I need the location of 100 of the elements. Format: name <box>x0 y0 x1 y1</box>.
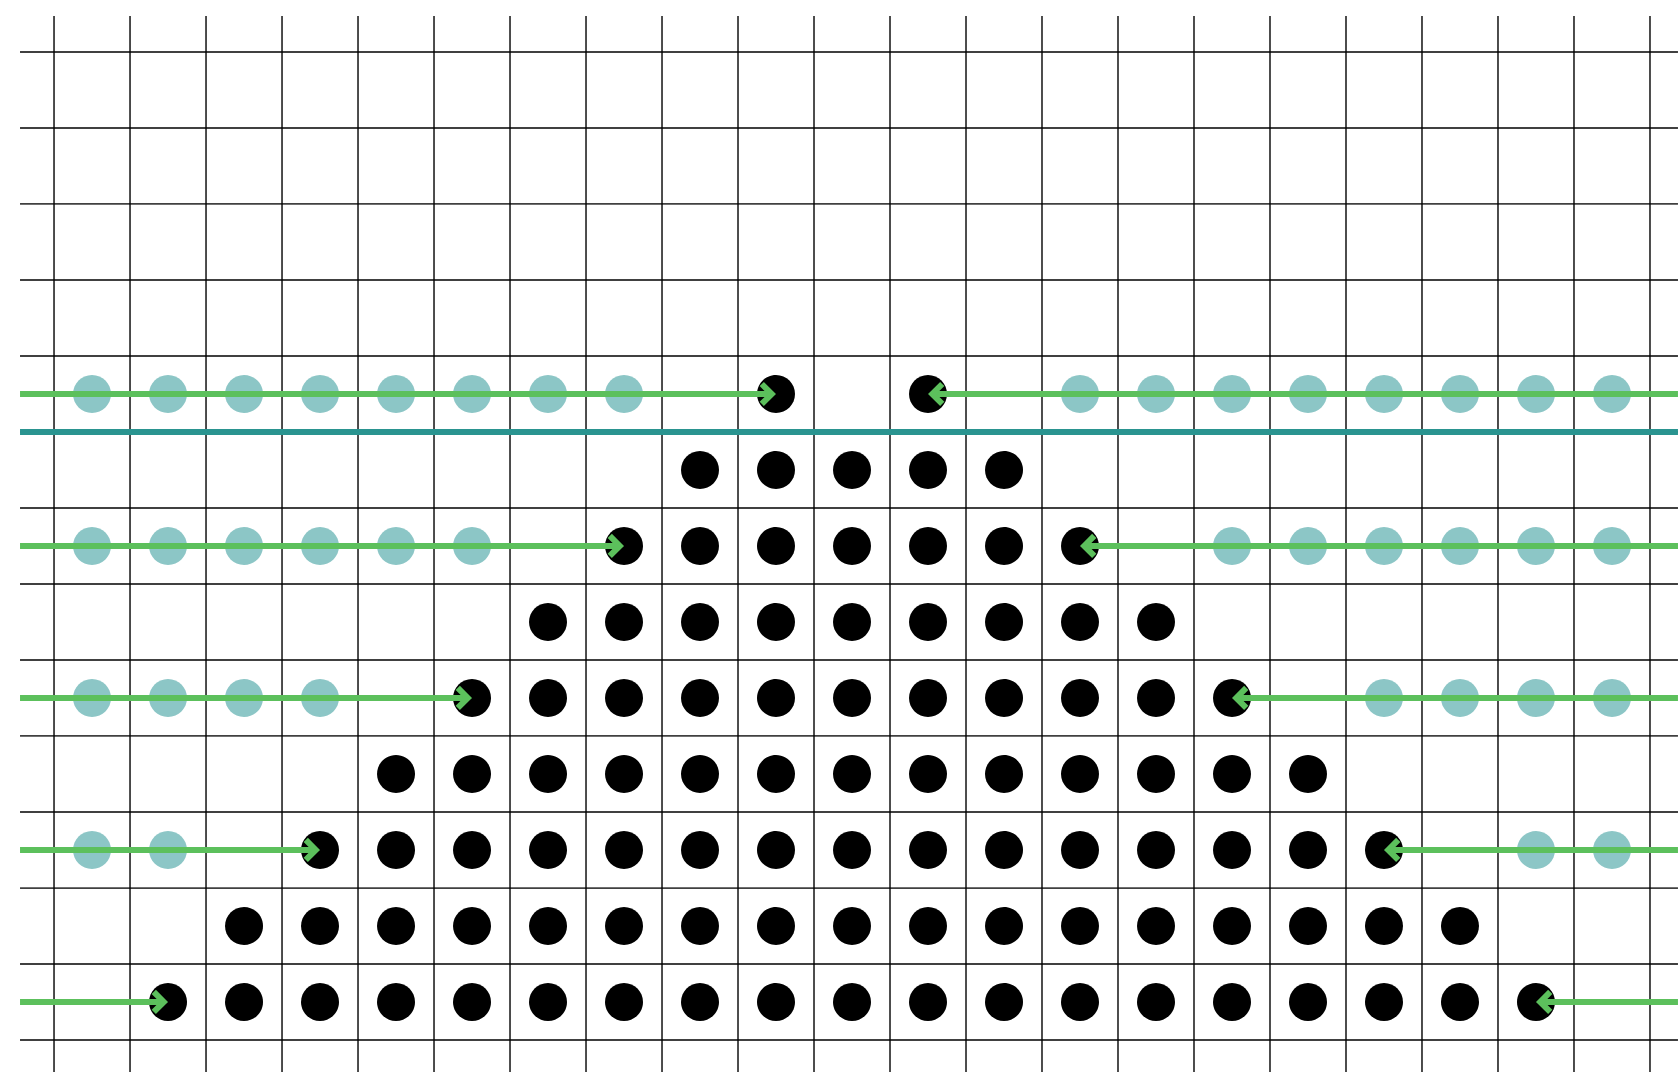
dot <box>1137 679 1175 717</box>
dot <box>1517 375 1555 413</box>
dot <box>529 983 567 1021</box>
dot <box>757 755 795 793</box>
dot <box>1593 679 1631 717</box>
dot <box>301 375 339 413</box>
dot <box>605 375 643 413</box>
dot <box>1517 679 1555 717</box>
dot <box>225 679 263 717</box>
arrow <box>20 685 472 711</box>
dot <box>605 603 643 641</box>
dot <box>985 603 1023 641</box>
dot <box>985 527 1023 565</box>
dot <box>301 907 339 945</box>
dot <box>1213 679 1251 717</box>
arrow <box>1384 837 1678 863</box>
dot <box>605 527 643 565</box>
dot <box>529 603 567 641</box>
dot <box>985 755 1023 793</box>
dot <box>1365 907 1403 945</box>
dot <box>1061 527 1099 565</box>
dot <box>833 983 871 1021</box>
dot <box>1289 983 1327 1021</box>
dot <box>1213 983 1251 1021</box>
dot <box>681 755 719 793</box>
dot <box>1061 375 1099 413</box>
dot <box>757 831 795 869</box>
dot <box>149 679 187 717</box>
dot <box>301 527 339 565</box>
dot <box>1289 527 1327 565</box>
dot <box>225 375 263 413</box>
dot <box>757 907 795 945</box>
dot <box>1365 679 1403 717</box>
dot <box>985 679 1023 717</box>
dot <box>757 603 795 641</box>
dot <box>73 527 111 565</box>
dot <box>833 603 871 641</box>
dot <box>529 679 567 717</box>
dot <box>833 907 871 945</box>
dot <box>225 527 263 565</box>
dot <box>1213 755 1251 793</box>
dot <box>1137 907 1175 945</box>
dot <box>453 375 491 413</box>
dot <box>909 679 947 717</box>
dot <box>1061 603 1099 641</box>
dot <box>909 375 947 413</box>
dot <box>1137 831 1175 869</box>
dot <box>833 755 871 793</box>
dot <box>1441 983 1479 1021</box>
dot <box>453 755 491 793</box>
dot <box>1137 603 1175 641</box>
arrow <box>1232 685 1678 711</box>
dot <box>1517 831 1555 869</box>
dot <box>1061 679 1099 717</box>
dot <box>833 527 871 565</box>
dot <box>605 755 643 793</box>
dot <box>225 907 263 945</box>
dot <box>1213 907 1251 945</box>
dot <box>1289 907 1327 945</box>
dot <box>1137 375 1175 413</box>
dot <box>453 907 491 945</box>
dot <box>985 983 1023 1021</box>
dot <box>1365 831 1403 869</box>
dot <box>1365 983 1403 1021</box>
dot <box>757 527 795 565</box>
dot <box>1441 679 1479 717</box>
dot <box>681 527 719 565</box>
dot <box>1593 375 1631 413</box>
dot <box>909 451 947 489</box>
dot <box>1061 983 1099 1021</box>
dot <box>909 831 947 869</box>
dot <box>681 907 719 945</box>
dot <box>301 983 339 1021</box>
arrow <box>20 837 320 863</box>
arrow <box>1080 533 1678 559</box>
dot <box>453 527 491 565</box>
dot <box>833 451 871 489</box>
dot <box>529 831 567 869</box>
dot <box>909 907 947 945</box>
arrow <box>928 381 1678 407</box>
dot <box>1365 527 1403 565</box>
dot <box>605 679 643 717</box>
dot <box>909 983 947 1021</box>
dot <box>377 527 415 565</box>
dot <box>681 831 719 869</box>
dot <box>757 679 795 717</box>
arrow <box>1536 989 1678 1015</box>
dot <box>149 375 187 413</box>
dot <box>757 983 795 1021</box>
dot <box>1061 755 1099 793</box>
dot <box>149 983 187 1021</box>
dot <box>1593 831 1631 869</box>
dot <box>529 907 567 945</box>
dot <box>1517 527 1555 565</box>
dot <box>909 603 947 641</box>
dot <box>1517 983 1555 1021</box>
dot <box>73 831 111 869</box>
dot <box>833 831 871 869</box>
dot <box>1137 983 1175 1021</box>
dot <box>1593 527 1631 565</box>
